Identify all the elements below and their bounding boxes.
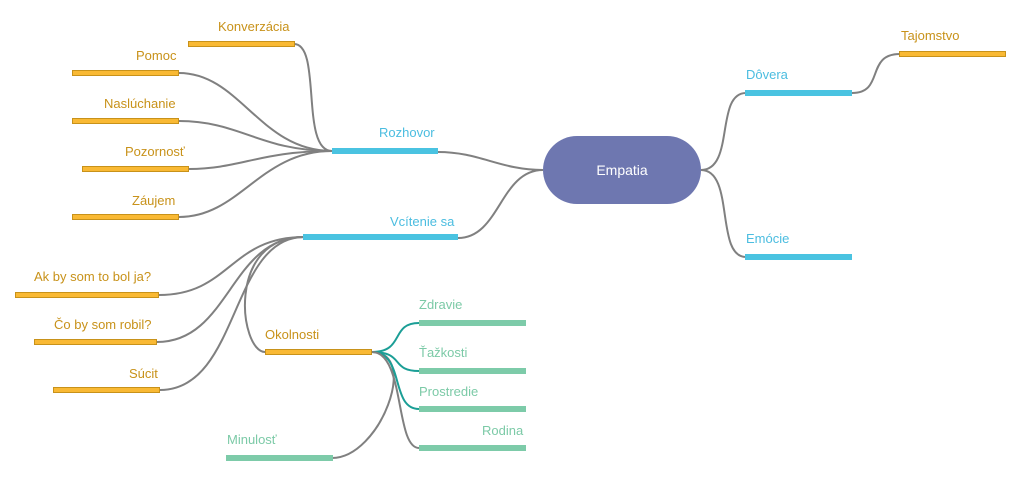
connector-okolnosti-rodina [371, 351, 420, 449]
root-label: Empatia [596, 162, 648, 178]
root-node[interactable]: Empatia [543, 136, 701, 204]
connector-root-emocie [700, 169, 747, 258]
node-minulost-label[interactable]: Minulosť [227, 432, 277, 447]
connector-rozhovor-naslucanie [178, 120, 333, 152]
node-naslucanie-label[interactable]: Naslúchanie [104, 96, 176, 111]
node-konverzacia-bar[interactable] [188, 41, 295, 47]
node-rozhovor-bar[interactable] [332, 148, 438, 154]
node-coby-bar[interactable] [34, 339, 157, 345]
node-okolnosti-bar[interactable] [265, 349, 372, 355]
node-naslucanie-bar[interactable] [72, 118, 179, 124]
connector-vcitenie-okolnosti [244, 236, 305, 353]
node-pomoc-label[interactable]: Pomoc [136, 48, 177, 63]
node-minulost-bar[interactable] [226, 455, 333, 461]
node-akby-bar[interactable] [15, 292, 159, 298]
node-emocie-label[interactable]: Emócie [746, 231, 790, 246]
node-tazkosti-label[interactable]: Ťažkosti [419, 345, 468, 360]
connector-rozhovor-konverzacia [293, 43, 333, 152]
connector-vcitenie-akby [158, 236, 305, 296]
node-zdravie-label[interactable]: Zdravie [419, 297, 463, 312]
node-sucit-label[interactable]: Súcit [129, 366, 158, 381]
node-sucit-bar[interactable] [53, 387, 160, 393]
node-vcitenie-label[interactable]: Vcítenie sa [390, 214, 455, 229]
node-okolnosti-label[interactable]: Okolnosti [265, 327, 320, 342]
node-prostredie-label[interactable]: Prostredie [419, 384, 479, 399]
node-tazkosti-bar[interactable] [419, 368, 526, 374]
node-rozhovor-label[interactable]: Rozhovor [379, 125, 435, 140]
connector-rozhovor-pomoc [178, 72, 333, 152]
connector-dovera-tajomstvo [851, 53, 901, 94]
connector-root-vcitenie [457, 169, 544, 239]
node-tajomstvo-bar[interactable] [899, 51, 1006, 57]
connector-rozhovor-pozornost [188, 150, 333, 170]
node-coby-label[interactable]: Čo by som robil? [54, 317, 152, 332]
connector-vcitenie-sucit [159, 236, 305, 391]
connector-okolnosti-minulost [331, 351, 395, 459]
node-konverzacia-label[interactable]: Konverzácia [218, 19, 290, 34]
node-pomoc-bar[interactable] [72, 70, 179, 76]
node-zaujem-label[interactable]: Záujem [132, 193, 176, 208]
node-emocie-bar[interactable] [745, 254, 852, 260]
node-pozornost-bar[interactable] [82, 166, 189, 172]
node-dovera-label[interactable]: Dôvera [746, 67, 788, 82]
node-rodina-bar[interactable] [419, 445, 526, 451]
node-akby-label[interactable]: Ak by som to bol ja? [34, 269, 152, 284]
node-zaujem-bar[interactable] [72, 214, 179, 220]
node-vcitenie-bar[interactable] [303, 234, 458, 240]
connector-root-rozhovor [437, 151, 544, 171]
node-prostredie-bar[interactable] [419, 406, 526, 412]
node-zdravie-bar[interactable] [419, 320, 526, 326]
connector-root-dovera [700, 92, 747, 171]
connector-rozhovor-zaujem [178, 150, 333, 218]
node-dovera-bar[interactable] [745, 90, 852, 96]
node-pozornost-label[interactable]: Pozornosť [125, 144, 185, 159]
connector-okolnosti-tazkosti [371, 351, 420, 372]
connector-okolnosti-zdravie [371, 322, 420, 353]
node-tajomstvo-label[interactable]: Tajomstvo [901, 28, 960, 43]
node-rodina-label[interactable]: Rodina [482, 423, 524, 438]
